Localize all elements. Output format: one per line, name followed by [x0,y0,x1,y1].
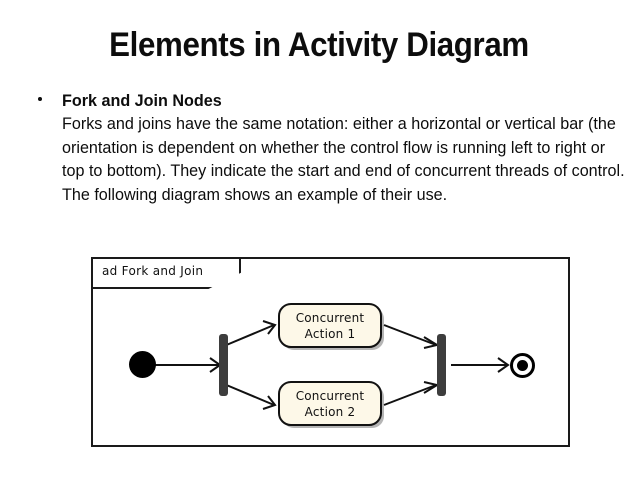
frame-label-text: ad Fork and Join [102,264,204,278]
arrowhead-action2-to-join [423,381,440,394]
action2-label-line2: Action 2 [304,404,356,419]
arrowhead-join-to-final [497,357,510,373]
bullet-item: Fork and Join Nodes Forks and joins have… [30,90,625,206]
action-node-concurrent-action-2[interactable]: Concurrent Action 2 [278,381,382,426]
frame-label-tab [93,259,241,289]
fork-bar-node[interactable] [219,334,228,396]
edge-action1-to-join [383,324,437,346]
action1-label-line1: Concurrent [295,310,365,325]
activity-final-node[interactable] [510,353,535,378]
activity-final-node-center [517,360,528,371]
edge-fork-to-action2 [223,383,275,406]
edge-fork-to-action1 [223,324,275,347]
action2-label-line1: Concurrent [295,388,365,403]
page-title: Elements in Activity Diagram [109,26,529,64]
bullet-heading: Fork and Join Nodes [62,91,222,110]
arrowhead-fork-to-action2 [262,395,277,410]
initial-node[interactable] [129,351,156,378]
join-bar-node[interactable] [437,334,446,396]
frame-label-tab-inner: ad Fork and Join [93,259,241,289]
bullet-paragraph: Forks and joins have the same notation: … [62,114,625,204]
activity-diagram-frame: ad Fork and Join [91,257,570,447]
diagram-canvas: Concurrent Action 1 Concurrent Action 2 [93,259,572,449]
action-node-concurrent-action-1[interactable]: Concurrent Action 1 [278,303,382,348]
edge-action2-to-join [383,384,437,406]
body-content: Fork and Join Nodes Forks and joins have… [30,90,625,206]
arrowhead-fork-to-action1 [262,320,277,335]
arrowhead-action1-to-join [423,336,440,349]
action1-label-line2: Action 1 [304,326,356,341]
bullet-dot-icon [38,97,42,101]
